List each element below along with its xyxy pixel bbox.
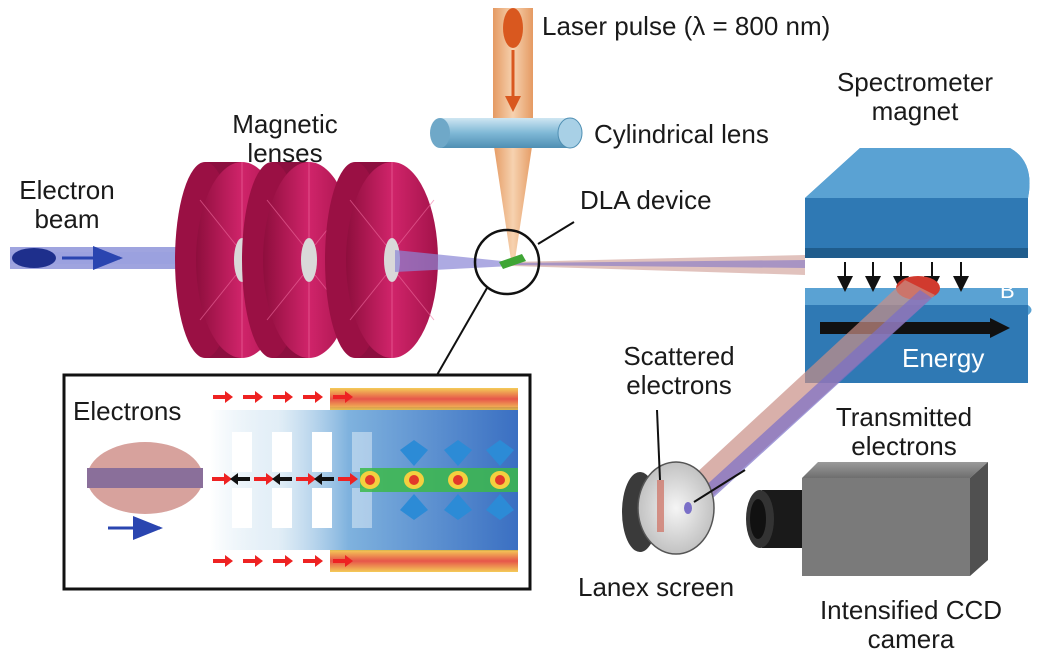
laser-field-arrows-bottom <box>213 555 353 567</box>
cylindrical-lens <box>430 117 583 149</box>
dla-inset <box>62 373 532 591</box>
ccd-camera-label-line1: Intensified CCD <box>819 595 1003 625</box>
electron-beam-label-line1: Electron <box>19 175 115 205</box>
transmitted-label-line2: electrons <box>851 431 957 461</box>
scattered-electrons-label: Scattered electrons <box>604 342 754 400</box>
laser-pulse-label: Laser pulse (λ = 800 nm) <box>542 11 831 41</box>
scattered-label-line2: electrons <box>626 370 732 400</box>
scattered-label-line1: Scattered <box>623 341 735 371</box>
magnetic-field-b-label: B <box>1000 278 1015 303</box>
dla-device <box>436 221 575 376</box>
spectrometer-label-line1: Spectrometer <box>836 67 994 97</box>
lanex-screen-label: Lanex screen <box>578 572 735 602</box>
electron-beam-label-line2: beam <box>34 204 100 234</box>
deflected-beams <box>680 280 935 508</box>
magnetic-lenses-label-line2: lenses <box>247 138 323 168</box>
transmitted-label-line1: Transmitted <box>835 402 973 432</box>
magnetic-lenses <box>175 162 438 358</box>
spectrometer-magnet-label: Spectrometer magnet <box>820 68 1010 126</box>
lanex-screen <box>622 409 746 555</box>
laser-pulse <box>493 8 533 260</box>
magnetic-lenses-label: Magnetic lenses <box>205 110 365 168</box>
beam-path <box>395 250 805 275</box>
electron-beam-label: Electron beam <box>2 176 132 234</box>
ccd-camera <box>746 462 988 576</box>
spectrometer-label-line2: magnet <box>871 96 959 126</box>
channel-field-arrows <box>212 473 358 485</box>
electrons-label: Electrons <box>73 396 182 426</box>
ccd-camera-label-line2: camera <box>867 624 955 654</box>
dla-device-label: DLA device <box>580 185 712 215</box>
transmitted-electrons-label: Transmitted electrons <box>815 403 993 461</box>
magnetic-lenses-label-line1: Magnetic <box>232 109 338 139</box>
cylindrical-lens-label: Cylindrical lens <box>594 119 769 149</box>
energy-label: Energy <box>902 343 985 373</box>
laser-field-arrows-top <box>213 391 353 403</box>
ccd-camera-label: Intensified CCD camera <box>800 596 1022 654</box>
